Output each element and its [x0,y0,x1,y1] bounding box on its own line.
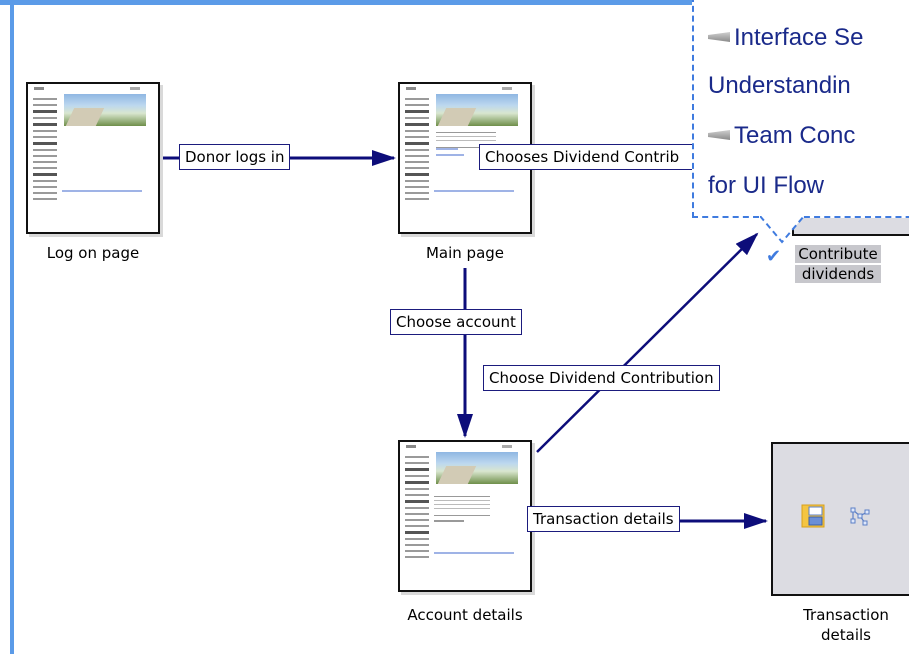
arrow-account-to-contribute [536,232,759,453]
edge-label-choose-dividend-contribution[interactable]: Choose Dividend Contribution [483,365,720,391]
tooltip-line-3: Team Conc [708,122,855,150]
edge-label-donor-logs-in[interactable]: Donor logs in [179,144,291,170]
transaction-details-label-line2: details [821,626,871,644]
tooltip-line-1: Interface Se [708,24,863,52]
contribute-dividends-label-line1: Contribute [795,245,881,263]
account-details-label: Account details [407,606,523,624]
log-on-page-label: Log on page [46,244,140,262]
tooltip-line-2: Understandin [708,72,851,99]
account-details-thumbnail[interactable] [398,440,532,592]
bullet-icon [708,32,730,42]
main-page-label: Main page [425,244,505,262]
flow-graph-icon [850,507,870,526]
log-on-page-thumbnail[interactable] [26,82,160,234]
contribute-dividends-label-line2: dividends [795,265,881,283]
tooltip-line-4: for UI Flow [708,172,825,199]
frame-border-top [0,0,909,5]
page-layout-icon [801,504,825,528]
check-icon: ✔ [766,246,782,267]
tooltip-tail-icon [760,216,805,244]
frame-border-left [10,0,14,654]
edge-label-chooses-dividend[interactable]: Chooses Dividend Contrib [479,144,693,170]
transaction-details-node[interactable] [771,442,909,596]
main-page-thumbnail[interactable] [398,82,532,234]
transaction-details-label-line1: Transaction [803,606,889,624]
tooltip-popup: Interface Se Understandin Team Conc for … [692,0,909,218]
edge-label-transaction-details[interactable]: Transaction details [527,506,680,532]
bullet-icon [708,130,730,140]
edge-label-choose-account[interactable]: Choose account [390,309,522,335]
